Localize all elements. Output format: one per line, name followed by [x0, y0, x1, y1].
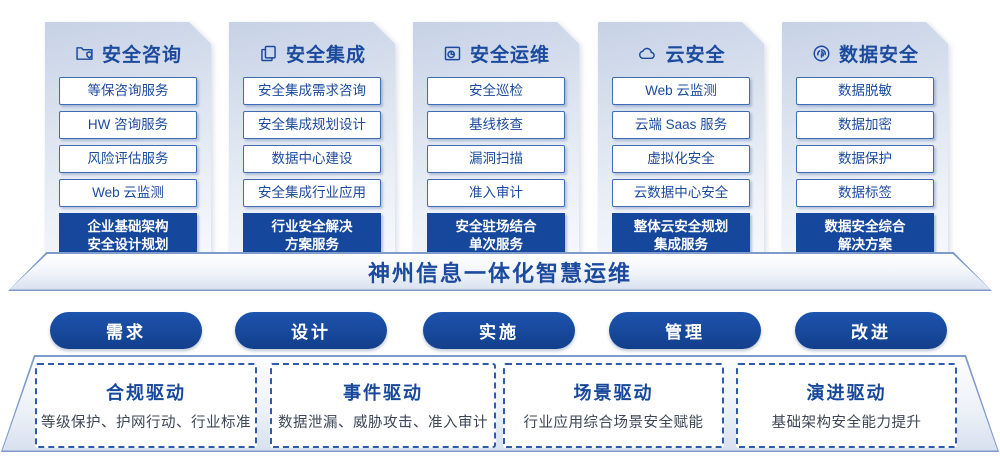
driver-title: 场景驱动 [573, 383, 654, 403]
column-title: 云安全 [665, 44, 726, 66]
service-item: 安全巡检 [427, 77, 565, 105]
folder-gauge-icon [442, 43, 463, 64]
column-highlight: 数据安全综合 解决方案 [796, 213, 934, 258]
column-highlight: 安全驻场结合 单次服务 [427, 213, 565, 258]
documents-icon [258, 43, 279, 64]
highlight-line: 整体云安全规划 [633, 219, 729, 234]
folder-shield-icon [74, 43, 95, 64]
column-security-integration: 安全集成 安全集成需求咨询 安全集成规划设计 数据中心建设 安全集成行业应用 行… [229, 11, 395, 252]
driver-title: 演进驱动 [806, 383, 887, 403]
platform-banner-title: 神州信息一体化智慧运维 [367, 260, 632, 286]
column-panel: 安全集成 安全集成需求咨询 安全集成规划设计 数据中心建设 安全集成行业应用 行… [229, 22, 395, 263]
column-data-security: 数据安全 数据脱敏 数据加密 数据保护 数据标签 数据安全综合 解决方案 [782, 11, 948, 252]
service-list: 数据脱敏 数据加密 数据保护 数据标签 [782, 77, 948, 207]
driver-desc: 数据泄漏、威胁攻击、准入审计 [278, 415, 488, 431]
service-item: 等保咨询服务 [59, 77, 197, 105]
column-header: 云安全 [598, 39, 764, 67]
platform-banner-bg [9, 253, 991, 290]
column-title: 安全集成 [285, 44, 366, 66]
highlight-line: 安全设计规划 [87, 236, 169, 252]
service-item: HW 咨询服务 [59, 111, 197, 139]
column-cloud-security: 云安全 Web 云监测 云端 Saas 服务 虚拟化安全 云数据中心安全 整体云… [598, 11, 764, 252]
driver-desc: 等级保护、护网行动、行业标准 [41, 415, 251, 431]
column-highlight: 行业安全解决 方案服务 [243, 213, 381, 258]
service-list: 安全集成需求咨询 安全集成规划设计 数据中心建设 安全集成行业应用 [229, 77, 395, 207]
service-item: 风险评估服务 [59, 145, 197, 173]
service-item: 准入审计 [427, 179, 565, 207]
process-step-implement: 实施 [423, 312, 575, 349]
driver-box-compliance: 合规驱动 等级保护、护网行动、行业标准 [35, 363, 257, 448]
service-list: 安全巡检 基线核查 漏洞扫描 准入审计 [413, 77, 579, 207]
highlight-line: 行业安全解决 [271, 219, 353, 234]
driver-desc: 基础架构安全能力提升 [771, 415, 922, 431]
highlight-line: 安全驻场结合 [455, 219, 537, 234]
driver-box-scenario: 场景驱动 行业应用综合场景安全赋能 [503, 363, 724, 448]
highlight-line: 企业基础架构 [87, 219, 169, 234]
service-item: 数据保护 [796, 145, 934, 173]
column-highlight: 整体云安全规划 集成服务 [612, 213, 750, 258]
service-item: 虚拟化安全 [612, 145, 750, 173]
highlight-line: 集成服务 [654, 236, 708, 252]
service-item: 云数据中心安全 [612, 179, 750, 207]
service-item: 数据脱敏 [796, 77, 934, 105]
column-highlight: 企业基础架构 安全设计规划 [59, 213, 197, 258]
driver-box-evolution: 演进驱动 基础架构安全能力提升 [736, 363, 957, 448]
column-security-consulting: 安全咨询 等保咨询服务 HW 咨询服务 风险评估服务 Web 云监测 企业基础架… [45, 11, 211, 252]
column-panel: 云安全 Web 云监测 云端 Saas 服务 虚拟化安全 云数据中心安全 整体云… [598, 22, 764, 263]
driver-title: 合规驱动 [106, 383, 186, 403]
driver-box-event: 事件驱动 数据泄漏、威胁攻击、准入审计 [270, 363, 496, 448]
service-item: 云端 Saas 服务 [612, 111, 750, 139]
column-security-operations: 安全运维 安全巡检 基线核查 漏洞扫描 准入审计 安全驻场结合 单次服务 [413, 11, 579, 252]
driver-desc: 行业应用综合场景安全赋能 [523, 415, 704, 431]
column-panel: 数据安全 数据脱敏 数据加密 数据保护 数据标签 数据安全综合 解决方案 [782, 22, 948, 263]
service-item: Web 云监测 [612, 77, 750, 105]
column-title: 数据安全 [838, 44, 919, 66]
service-list: 等保咨询服务 HW 咨询服务 风险评估服务 Web 云监测 [45, 77, 211, 207]
service-item: 安全集成规划设计 [243, 111, 381, 139]
service-item: 数据中心建设 [243, 145, 381, 173]
service-item: 基线核查 [427, 111, 565, 139]
highlight-line: 单次服务 [469, 236, 523, 252]
process-step-design: 设计 [235, 312, 387, 349]
highlight-line: 数据安全综合 [824, 219, 906, 234]
highlight-line: 解决方案 [838, 236, 892, 252]
process-step-demand: 需求 [50, 312, 202, 349]
column-panel: 安全咨询 等保咨询服务 HW 咨询服务 风险评估服务 Web 云监测 企业基础架… [45, 22, 211, 263]
service-item: 数据加密 [796, 111, 934, 139]
cloud-icon [636, 43, 658, 64]
service-list: Web 云监测 云端 Saas 服务 虚拟化安全 云数据中心安全 [598, 77, 764, 207]
highlight-line: 方案服务 [285, 236, 339, 252]
column-header: 安全集成 [229, 39, 395, 67]
column-title: 安全咨询 [101, 44, 182, 66]
platform-banner: 神州信息一体化智慧运维 [8, 252, 992, 291]
process-step-manage: 管理 [609, 312, 761, 349]
process-step-improve: 改进 [795, 312, 947, 349]
service-item: 漏洞扫描 [427, 145, 565, 173]
column-header: 安全咨询 [45, 39, 211, 67]
column-header: 安全运维 [413, 39, 579, 67]
service-item: 数据标签 [796, 179, 934, 207]
service-item: Web 云监测 [59, 179, 197, 207]
driver-title: 事件驱动 [343, 383, 423, 403]
column-header: 数据安全 [782, 39, 948, 67]
fingerprint-badge-icon [811, 43, 832, 64]
column-title: 安全运维 [469, 44, 550, 66]
service-item: 安全集成需求咨询 [243, 77, 381, 105]
column-panel: 安全运维 安全巡检 基线核查 漏洞扫描 准入审计 安全驻场结合 单次服务 [413, 22, 579, 263]
service-item: 安全集成行业应用 [243, 179, 381, 207]
